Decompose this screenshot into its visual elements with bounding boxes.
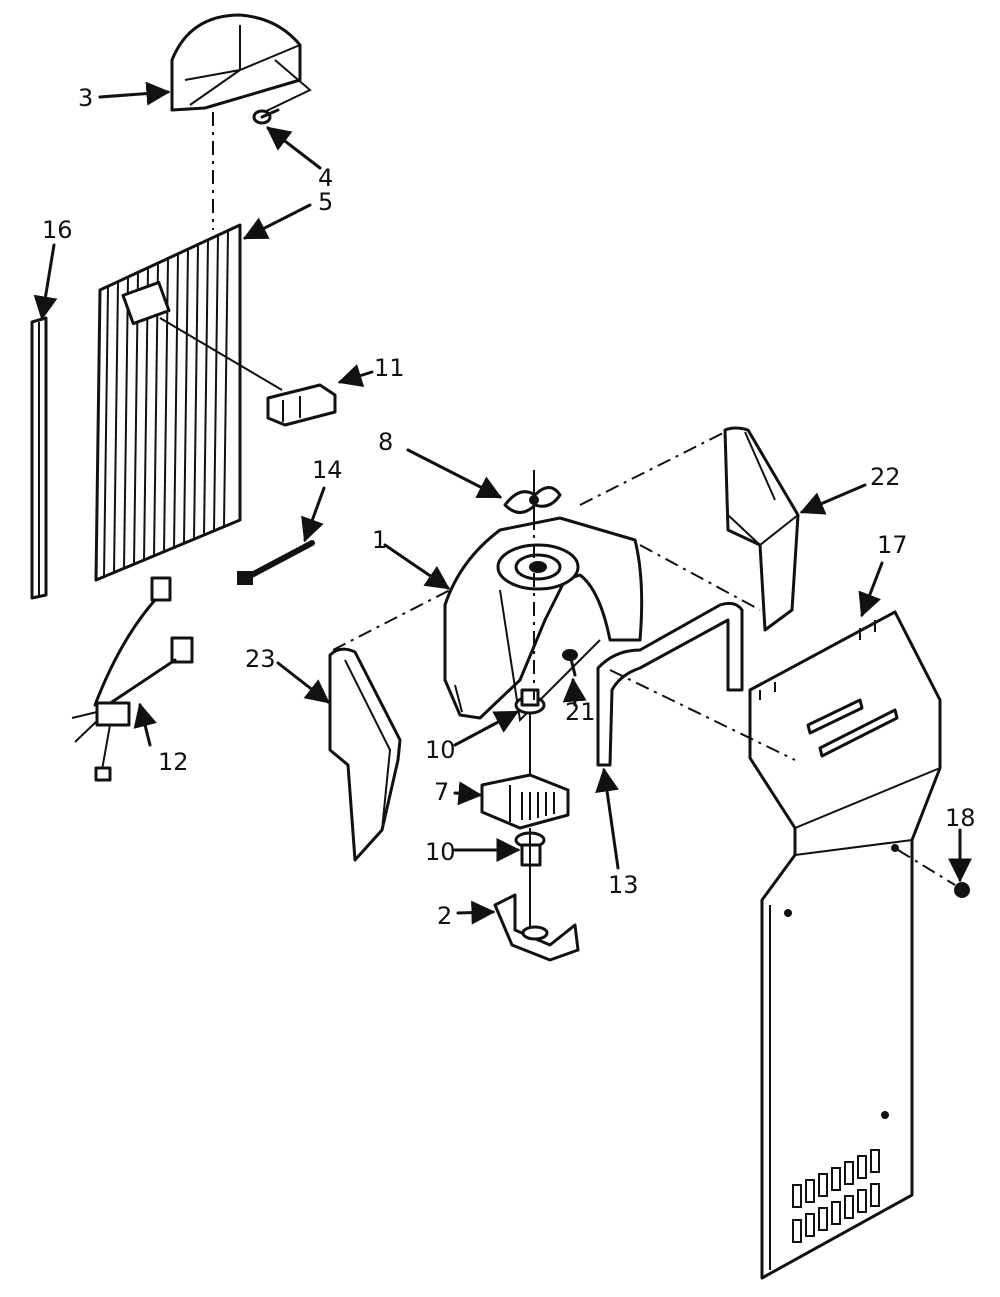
leader-arrows (33, 81, 972, 925)
part-8-fan-blade (503, 470, 562, 530)
part-2-motor-bracket (493, 893, 580, 962)
callout-16: 16 (42, 216, 73, 244)
callout-7: 7 (434, 778, 449, 806)
callout-18: 18 (945, 804, 976, 832)
callout-14: 14 (312, 456, 343, 484)
part-1-fan-housing (443, 516, 644, 723)
callout-3: 3 (78, 84, 93, 112)
callout-1: 1 (372, 526, 387, 554)
part-10-bushing-lower (514, 828, 546, 930)
callout-labels: 3 4 5 16 11 14 8 1 22 17 23 12 10 21 7 1… (42, 84, 976, 930)
part-7-fan-motor (480, 773, 570, 830)
callout-17: 17 (877, 531, 908, 559)
callout-13: 13 (608, 871, 639, 899)
callout-2: 2 (437, 902, 452, 930)
alignment-lines (332, 431, 956, 886)
part-21-screw (562, 649, 578, 677)
callout-21: 21 (565, 698, 596, 726)
part-22-side-cover (723, 426, 800, 632)
callout-23: 23 (245, 645, 276, 673)
part-3-shroud-cover (170, 13, 312, 116)
part-10-bushing-upper (514, 688, 546, 790)
callout-10-upper: 10 (425, 736, 456, 764)
callout-10-lower: 10 (425, 838, 456, 866)
callout-12: 12 (158, 748, 189, 776)
part-23-side-cover (328, 647, 402, 862)
part-17-air-duct (748, 610, 942, 1280)
callout-4: 4 (318, 164, 333, 192)
callout-5: 5 (318, 188, 333, 216)
part-13-u-channel (596, 601, 744, 767)
part-5-evaporator-panel (94, 223, 242, 582)
callout-8: 8 (378, 428, 393, 456)
callout-11: 11 (374, 354, 405, 382)
part-12-wire-harness (71, 576, 194, 782)
part-18-screw (954, 882, 970, 898)
part-14-heater-rod (237, 540, 315, 585)
part-11-sensor-clip (159, 317, 337, 427)
part-4-screw (252, 108, 280, 125)
callout-22: 22 (870, 463, 901, 491)
part-16-gasket-strip (30, 316, 48, 600)
